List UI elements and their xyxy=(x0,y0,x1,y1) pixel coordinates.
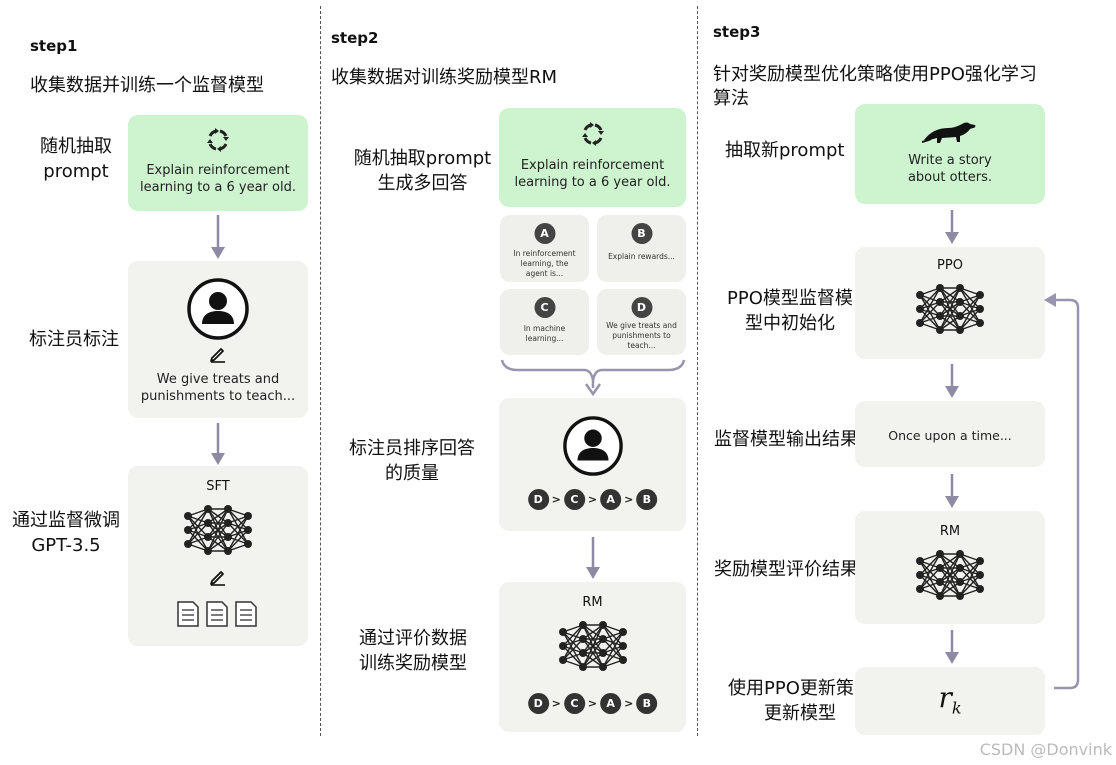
rank-item: D xyxy=(527,693,549,714)
step1-label-train: 通过监督微调 GPT-3.5 xyxy=(12,510,120,556)
step3-rm-title: RM xyxy=(939,524,961,539)
refresh-icon xyxy=(581,122,604,146)
step1-answer-text: We give treats and punishments to teach.… xyxy=(140,372,296,404)
step2-heading: 收集数据对训练奖励模型RM xyxy=(331,67,558,88)
brace-connector xyxy=(500,359,686,396)
step2-answer-card-d: D We give treats and punishments to teac… xyxy=(597,289,686,355)
step2-rank-card: D> C> A> B xyxy=(499,398,686,531)
answer-letter-c: C xyxy=(534,297,555,318)
step3-arrow-4 xyxy=(945,630,959,664)
step2-model-title: RM xyxy=(582,595,603,610)
step3-title: step3 xyxy=(713,23,761,41)
answer-letter-d: D xyxy=(631,297,652,318)
step3-heading: 针对奖励模型优化策略使用PPO强化学习 算法 xyxy=(713,64,1037,109)
step3-arrow-2 xyxy=(945,364,959,398)
watermark: CSDN @Donvink xyxy=(979,740,1112,759)
step3-label-init: PPO模型监督模 型中初始化 xyxy=(727,288,853,334)
rank-item: C xyxy=(563,693,585,714)
step2-rm-card: RM D> C> A> B xyxy=(499,582,686,732)
refresh-icon xyxy=(207,128,229,152)
answer-text-c: In machine learning... xyxy=(523,324,566,343)
person-icon xyxy=(187,278,249,340)
rank-item: A xyxy=(600,693,622,714)
person-icon xyxy=(562,416,623,476)
step1-heading: 收集数据并训练一个监督模型 xyxy=(30,75,264,96)
step3-label-update: 使用PPO更新策略 更新模型 xyxy=(728,678,872,724)
step1-arrow-1 xyxy=(211,215,225,259)
answer-text-d: We give treats and punishments to teach.… xyxy=(606,321,677,350)
step1-title: step1 xyxy=(30,37,78,55)
step2-label-sample: 随机抽取prompt 生成多回答 xyxy=(353,148,492,194)
step2-label-rank: 标注员排序回答 的质量 xyxy=(349,438,475,484)
neural-network-icon xyxy=(916,284,984,334)
step3-label-output: 监督模型输出结果 xyxy=(714,429,858,450)
otter-icon xyxy=(921,122,976,143)
step2-ranking: D> C> A> B xyxy=(527,489,658,510)
step2-prompt-text: Explain reinforcement learning to a 6 ye… xyxy=(514,158,671,190)
rank-item: D xyxy=(527,489,549,510)
divider-1 xyxy=(320,6,321,736)
step1-sft-card: SFT xyxy=(128,466,308,646)
step3-label-sample: 抽取新prompt xyxy=(725,140,845,161)
documents-icon xyxy=(177,601,257,627)
neural-network-icon xyxy=(558,621,627,671)
step2-label-train: 通过评价数据 训练奖励模型 xyxy=(359,628,467,674)
rank-item: A xyxy=(600,489,622,510)
step1-arrow-2 xyxy=(211,423,225,465)
step3-rm-card: RM xyxy=(855,511,1045,624)
step3-prompt-text: Write a story about otters. xyxy=(907,153,993,185)
answer-text-a: In reinforcement learning, the agent is.… xyxy=(513,249,576,278)
step2-title: step2 xyxy=(331,29,379,47)
neural-network-icon xyxy=(916,550,984,600)
step2-rm-ranking: D> C> A> B xyxy=(527,693,658,714)
step2-prompt-box: Explain reinforcement learning to a 6 ye… xyxy=(499,108,686,207)
step2-answer-card-c: C In machine learning... xyxy=(500,289,589,355)
answer-letter-b: B xyxy=(631,223,652,244)
answer-text-b: Explain rewards... xyxy=(608,252,675,261)
step3-arrow-1 xyxy=(945,210,959,244)
step3-label-eval: 奖励模型评价结果 xyxy=(714,559,858,580)
step2-arrow xyxy=(586,537,600,579)
step3-output-card: Once upon a time... xyxy=(855,401,1045,467)
reward-symbol: rk xyxy=(938,681,962,718)
divider-2 xyxy=(697,6,698,736)
step1-prompt-box: Explain reinforcement learning to a 6 ye… xyxy=(128,115,308,211)
step3-prompt-box: Write a story about otters. xyxy=(855,104,1045,204)
pencil-icon xyxy=(210,571,225,586)
step1-model-title: SFT xyxy=(206,479,230,494)
answer-letter-a: A xyxy=(534,223,555,244)
rank-item: B xyxy=(636,693,658,714)
step1-prompt-text: Explain reinforcement learning to a 6 ye… xyxy=(140,163,296,195)
rank-item: B xyxy=(636,489,658,510)
step3-ppo-title: PPO xyxy=(937,258,963,273)
step3-output-text: Once upon a time... xyxy=(888,428,1012,443)
rank-item: C xyxy=(563,489,585,510)
step3-arrow-3 xyxy=(945,474,959,508)
step2-answer-card-a: A In reinforcement learning, the agent i… xyxy=(500,215,589,282)
step3-reward-card: rk xyxy=(855,667,1045,735)
neural-network-icon xyxy=(184,505,252,555)
step1-annotate-card: We give treats and punishments to teach.… xyxy=(128,261,308,418)
step1-label-annotate: 标注员标注 xyxy=(29,329,119,350)
step2-answer-card-b: B Explain rewards... xyxy=(597,215,686,282)
pencil-icon xyxy=(210,348,225,363)
feedback-loop-arrow xyxy=(1044,293,1080,690)
step3-ppo-card: PPO xyxy=(855,247,1045,359)
step1-label-sample: 随机抽取 prompt xyxy=(40,136,112,182)
